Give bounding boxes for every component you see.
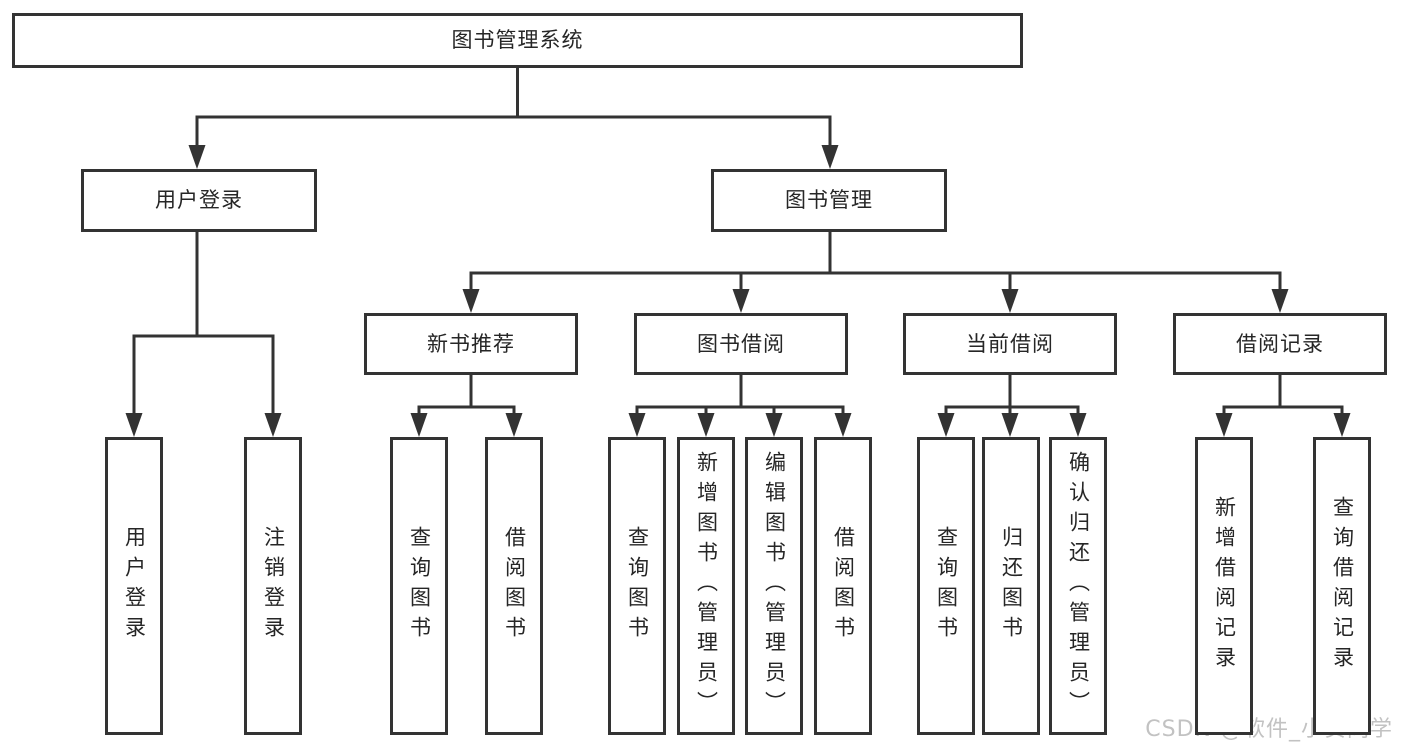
arrowhead-down-icon — [188, 145, 206, 169]
node-leaf-return-book: 归还图书 — [982, 437, 1040, 735]
arrowhead-down-icon — [1215, 413, 1233, 437]
node-borrow-record: 借阅记录 — [1173, 313, 1387, 375]
node-leaf-borrow-book-2: 借阅图书 — [814, 437, 872, 735]
arrowhead-down-icon — [410, 413, 428, 437]
arrowhead-down-icon — [505, 413, 523, 437]
arrowhead-down-icon — [821, 145, 839, 169]
arrowhead-down-icon — [765, 413, 783, 437]
node-leaf-confirm-return: 确认归还（管理员） — [1049, 437, 1107, 735]
arrowhead-down-icon — [1069, 413, 1087, 437]
arrowhead-down-icon — [264, 413, 282, 437]
arrowhead-down-icon — [834, 413, 852, 437]
arrowhead-down-icon — [1271, 289, 1289, 313]
node-new-book-recommend: 新书推荐 — [364, 313, 578, 375]
node-current-borrow: 当前借阅 — [903, 313, 1117, 375]
arrowhead-down-icon — [462, 289, 480, 313]
node-leaf-query-book-3: 查询图书 — [917, 437, 975, 735]
node-leaf-query-borrow-record: 查询借阅记录 — [1313, 437, 1371, 735]
arrowhead-down-icon — [732, 289, 750, 313]
node-book-borrow: 图书借阅 — [634, 313, 848, 375]
node-leaf-logout: 注销登录 — [244, 437, 302, 735]
node-leaf-add-book: 新增图书（管理员） — [677, 437, 735, 735]
arrowhead-down-icon — [1001, 289, 1019, 313]
node-leaf-edit-book: 编辑图书（管理员） — [745, 437, 803, 735]
arrowhead-down-icon — [628, 413, 646, 437]
node-leaf-query-book-2: 查询图书 — [608, 437, 666, 735]
node-leaf-query-book-1: 查询图书 — [390, 437, 448, 735]
arrowhead-down-icon — [125, 413, 143, 437]
node-leaf-add-borrow-record: 新增借阅记录 — [1195, 437, 1253, 735]
arrowhead-down-icon — [1333, 413, 1351, 437]
node-leaf-borrow-book-1: 借阅图书 — [485, 437, 543, 735]
node-root: 图书管理系统 — [12, 13, 1023, 68]
node-book-mgmt: 图书管理 — [711, 169, 947, 232]
node-user-login: 用户登录 — [81, 169, 317, 232]
arrowhead-down-icon — [1001, 413, 1019, 437]
node-leaf-user-login: 用户登录 — [105, 437, 163, 735]
arrowhead-down-icon — [697, 413, 715, 437]
arrowhead-down-icon — [937, 413, 955, 437]
